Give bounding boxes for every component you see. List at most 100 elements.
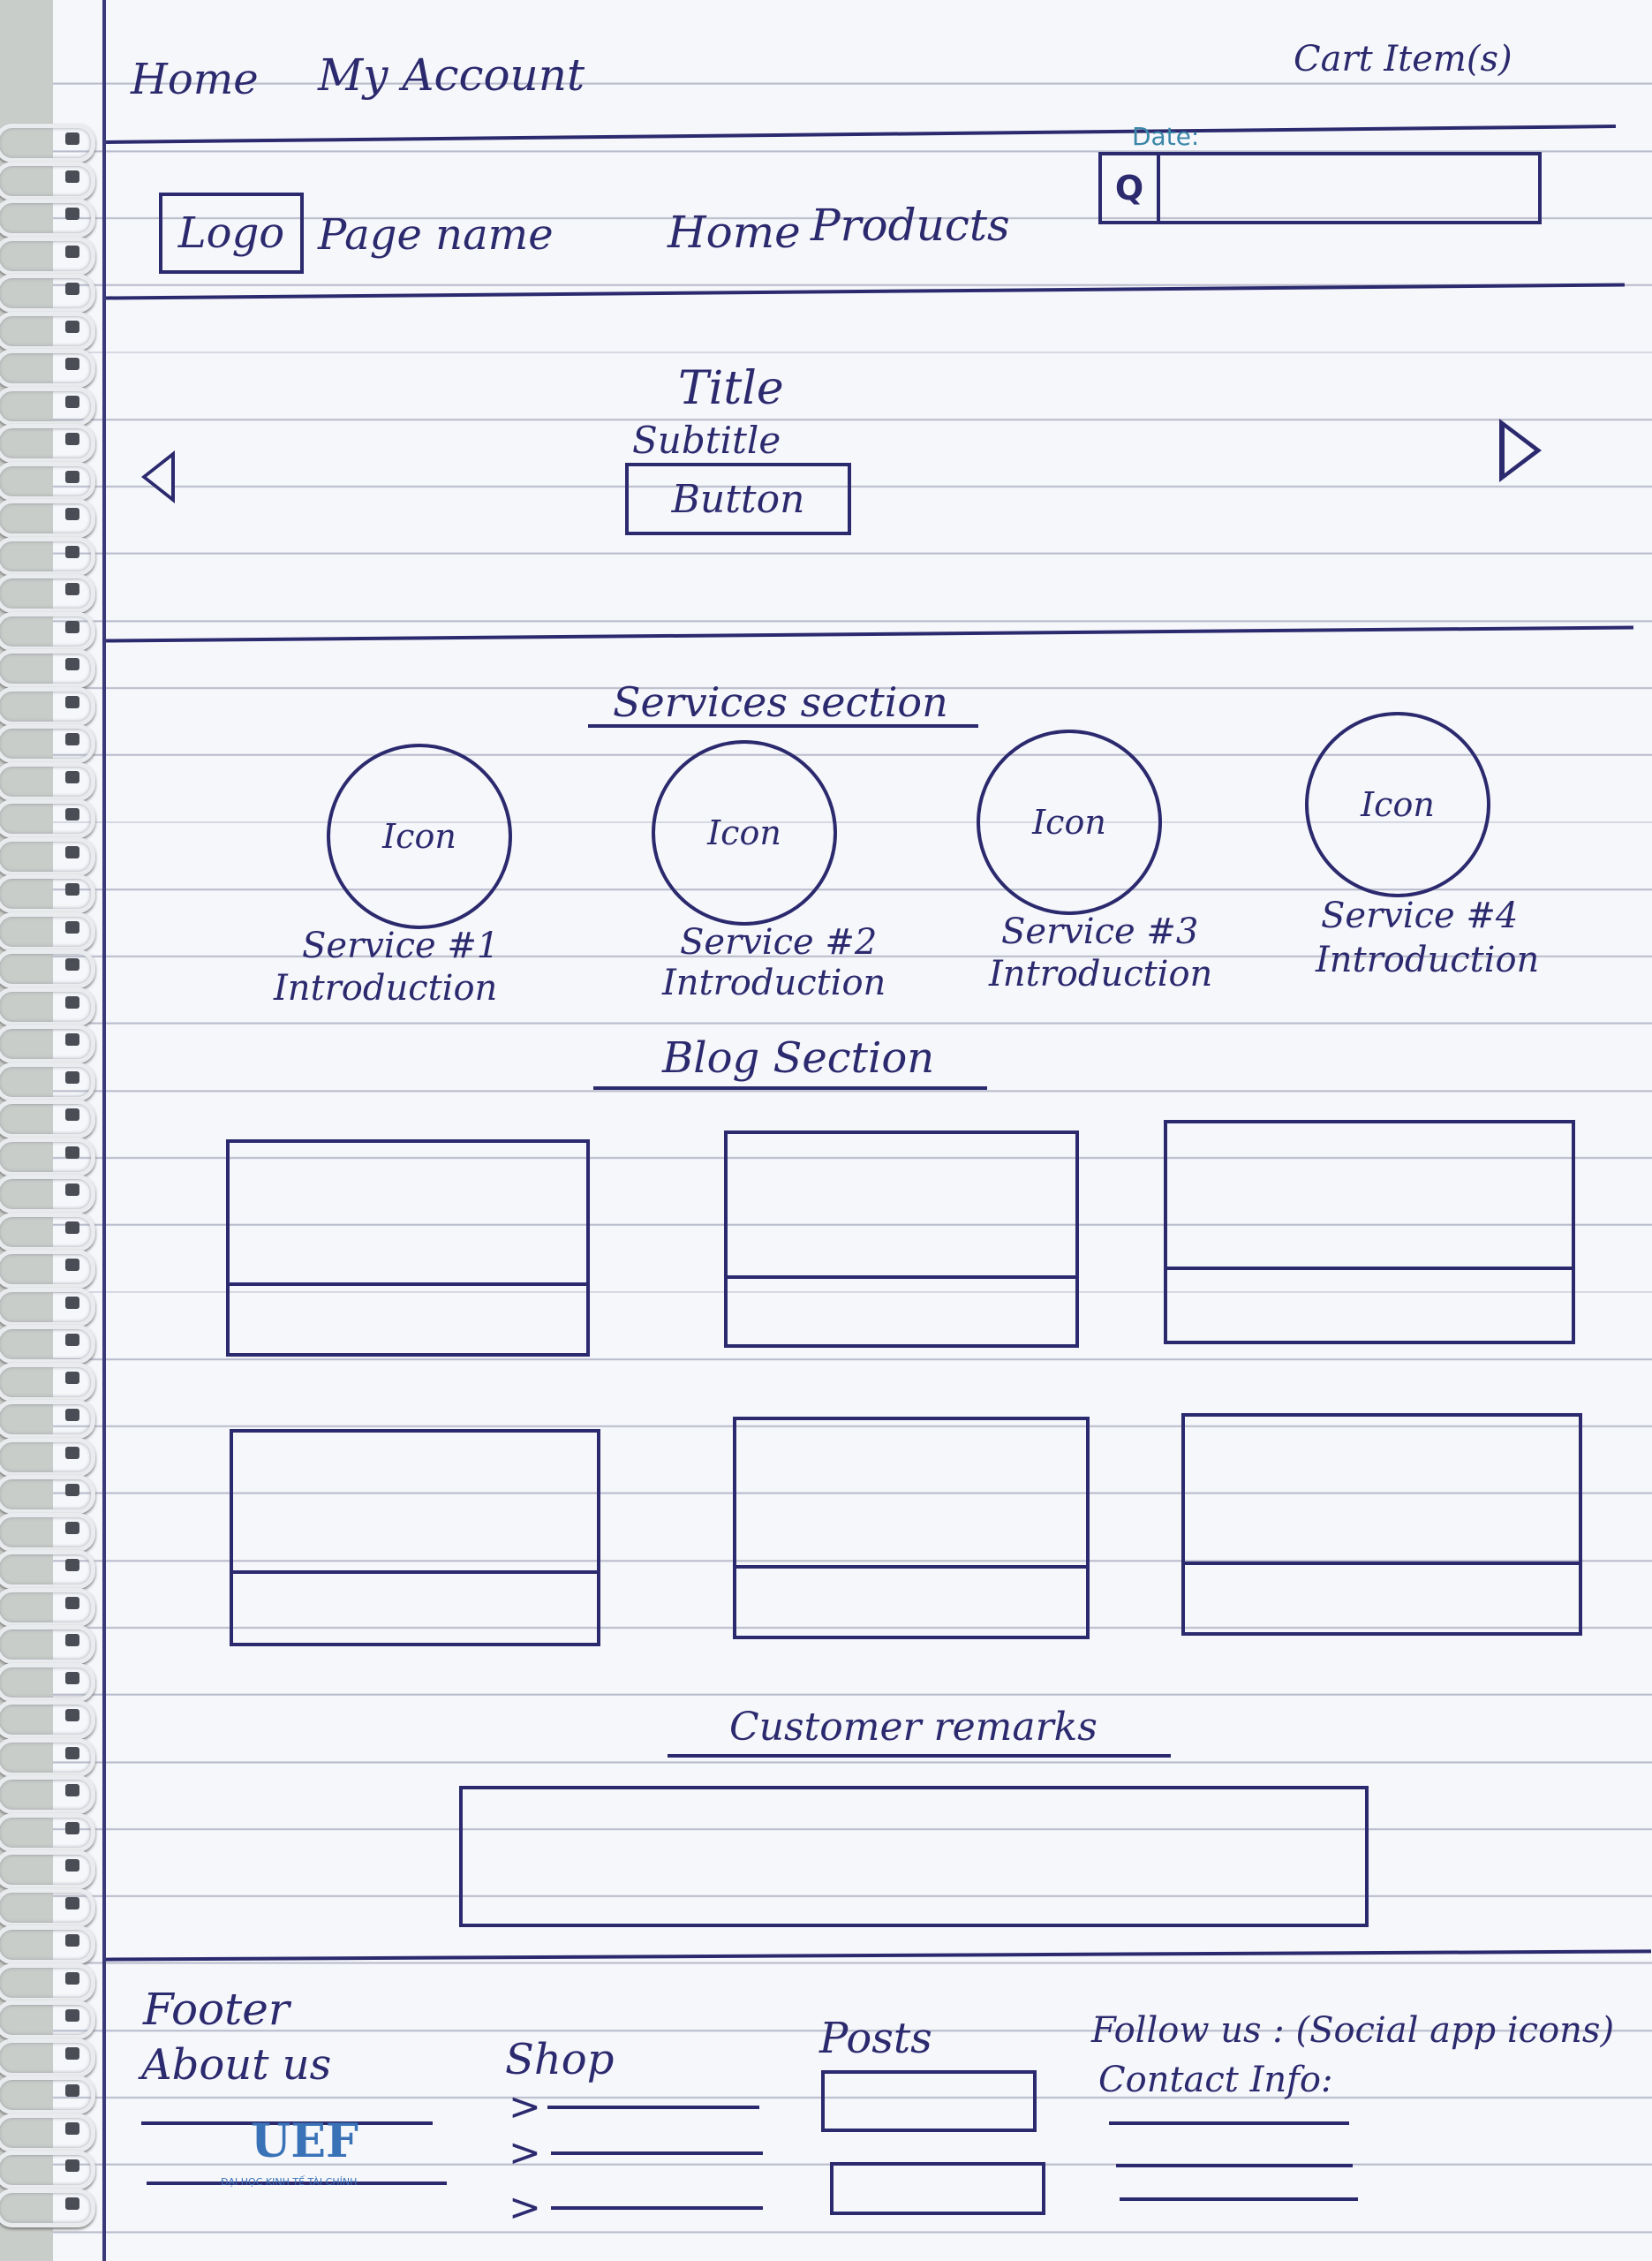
top-nav-my-account[interactable]: My Account — [318, 49, 585, 101]
spiral-hole — [65, 1784, 79, 1796]
spiral-ring — [0, 2188, 95, 2227]
blog-card-2[interactable] — [724, 1130, 1079, 1348]
service-2-desc: Introduction — [662, 963, 886, 1003]
cart-items-link[interactable]: Cart Item(s) — [1294, 39, 1512, 79]
footer-shop[interactable]: Shop — [505, 2035, 615, 2084]
spiral-ring — [0, 649, 95, 688]
contact-line-2 — [1116, 2164, 1353, 2167]
logo-box[interactable]: Logo — [159, 193, 304, 274]
spiral-ring — [0, 1362, 95, 1402]
spiral-hole — [65, 1446, 79, 1459]
service-4-icon[interactable]: Icon — [1305, 712, 1490, 897]
spiral-hole — [65, 1896, 79, 1909]
about-line-1 — [141, 2121, 433, 2125]
post-box-1[interactable] — [821, 2070, 1037, 2132]
spiral-hole — [65, 883, 79, 896]
spiral-hole — [65, 1146, 79, 1159]
service-2-name: Service #2 — [680, 922, 878, 963]
contact-line-1 — [1109, 2121, 1349, 2125]
uef-logo-subtitle: ĐẠI HỌC KINH TẾ TÀI CHÍNH — [221, 2176, 358, 2188]
spiral-hole — [65, 2159, 79, 2172]
service-3-name: Service #3 — [1001, 911, 1199, 952]
spiral-ring — [0, 1475, 95, 1514]
spiral-hole — [65, 1334, 79, 1346]
spiral-ring — [0, 311, 95, 351]
remarks-box[interactable] — [459, 1786, 1369, 1927]
spiral-hole — [65, 2046, 79, 2060]
spiral-hole — [65, 1033, 79, 1046]
spiral-hole — [65, 920, 79, 934]
spiral-hole — [65, 1296, 79, 1309]
spiral-ring — [0, 2151, 95, 2189]
page-name: Page name — [318, 210, 554, 260]
shop-chevron-3-icon: > — [509, 2185, 541, 2230]
spiral-ring — [0, 836, 95, 876]
header-nav-home[interactable]: Home — [668, 207, 801, 258]
spiral-hole — [65, 320, 79, 333]
spiral-hole — [65, 2009, 79, 2022]
spiral-ring — [0, 1550, 95, 1589]
blog-card-4[interactable] — [230, 1429, 600, 1646]
spiral-ring — [0, 1812, 95, 1852]
spiral-ring — [0, 274, 95, 313]
shop-chevron-1-icon: > — [509, 2084, 541, 2129]
blog-card-6[interactable] — [1181, 1413, 1582, 1636]
spiral-ring — [0, 1437, 95, 1477]
spiral-ring — [0, 2113, 95, 2152]
footer-title: Footer — [143, 1984, 290, 2035]
top-nav-home[interactable]: Home — [131, 55, 259, 104]
contact-line-3 — [1120, 2197, 1358, 2201]
spiral-ring — [0, 686, 95, 726]
blog-card-5[interactable] — [733, 1417, 1090, 1639]
spiral-ring — [0, 874, 95, 913]
spiral-ring — [0, 1700, 95, 1739]
spiral-hole — [65, 1070, 79, 1084]
spiral-hole — [65, 620, 79, 633]
spiral-ring — [0, 574, 95, 613]
blog-card-3[interactable] — [1164, 1120, 1575, 1344]
spiral-ring — [0, 1400, 95, 1439]
spiral-hole — [65, 1371, 79, 1384]
spiral-ring — [0, 424, 95, 463]
spiral-ring — [0, 499, 95, 538]
spiral-ring — [0, 161, 95, 200]
post-box-2[interactable] — [830, 2162, 1045, 2215]
service-2-icon[interactable]: Icon — [652, 740, 837, 926]
shop-link-1[interactable] — [547, 2106, 759, 2109]
spiral-hole — [65, 845, 79, 858]
spiral-ring — [0, 199, 95, 238]
spiral-ring — [0, 1625, 95, 1664]
footer-about[interactable]: About us — [141, 2040, 332, 2090]
service-3-desc: Introduction — [989, 954, 1213, 994]
hero-button[interactable]: Button — [625, 463, 851, 535]
search-input[interactable]: Q — [1098, 152, 1542, 224]
shop-link-2[interactable] — [551, 2151, 763, 2155]
service-1-icon[interactable]: Icon — [327, 744, 512, 929]
shop-link-3[interactable] — [551, 2206, 763, 2210]
footer-divider — [106, 1949, 1651, 1962]
service-1-name: Service #1 — [302, 926, 500, 966]
spiral-ring — [0, 124, 95, 163]
spiral-ring — [0, 1775, 95, 1814]
service-3-icon[interactable]: Icon — [977, 730, 1162, 915]
spiral-hole — [65, 1183, 79, 1196]
hero-title: Title — [678, 362, 784, 415]
search-icon[interactable]: Q — [1102, 155, 1160, 221]
spiral-hole — [65, 1746, 79, 1759]
spiral-ring — [0, 1250, 95, 1289]
spiral-hole — [65, 132, 79, 145]
spiral-hole — [65, 1409, 79, 1421]
spiral-hole — [65, 1559, 79, 1571]
spiral-ring — [0, 1325, 95, 1364]
blog-card-1[interactable] — [226, 1139, 590, 1357]
spiral-hole — [65, 1484, 79, 1496]
spiral-ring — [0, 611, 95, 651]
spiral-ring — [0, 1662, 95, 1702]
header-nav-products[interactable]: Products — [811, 200, 1010, 251]
spiral-ring — [0, 2076, 95, 2114]
spiral-ring — [0, 1062, 95, 1101]
spiral-ring — [0, 386, 95, 426]
spiral-ring — [0, 461, 95, 501]
spiral-hole — [65, 1634, 79, 1646]
remarks-heading: Customer remarks — [729, 1705, 1098, 1750]
